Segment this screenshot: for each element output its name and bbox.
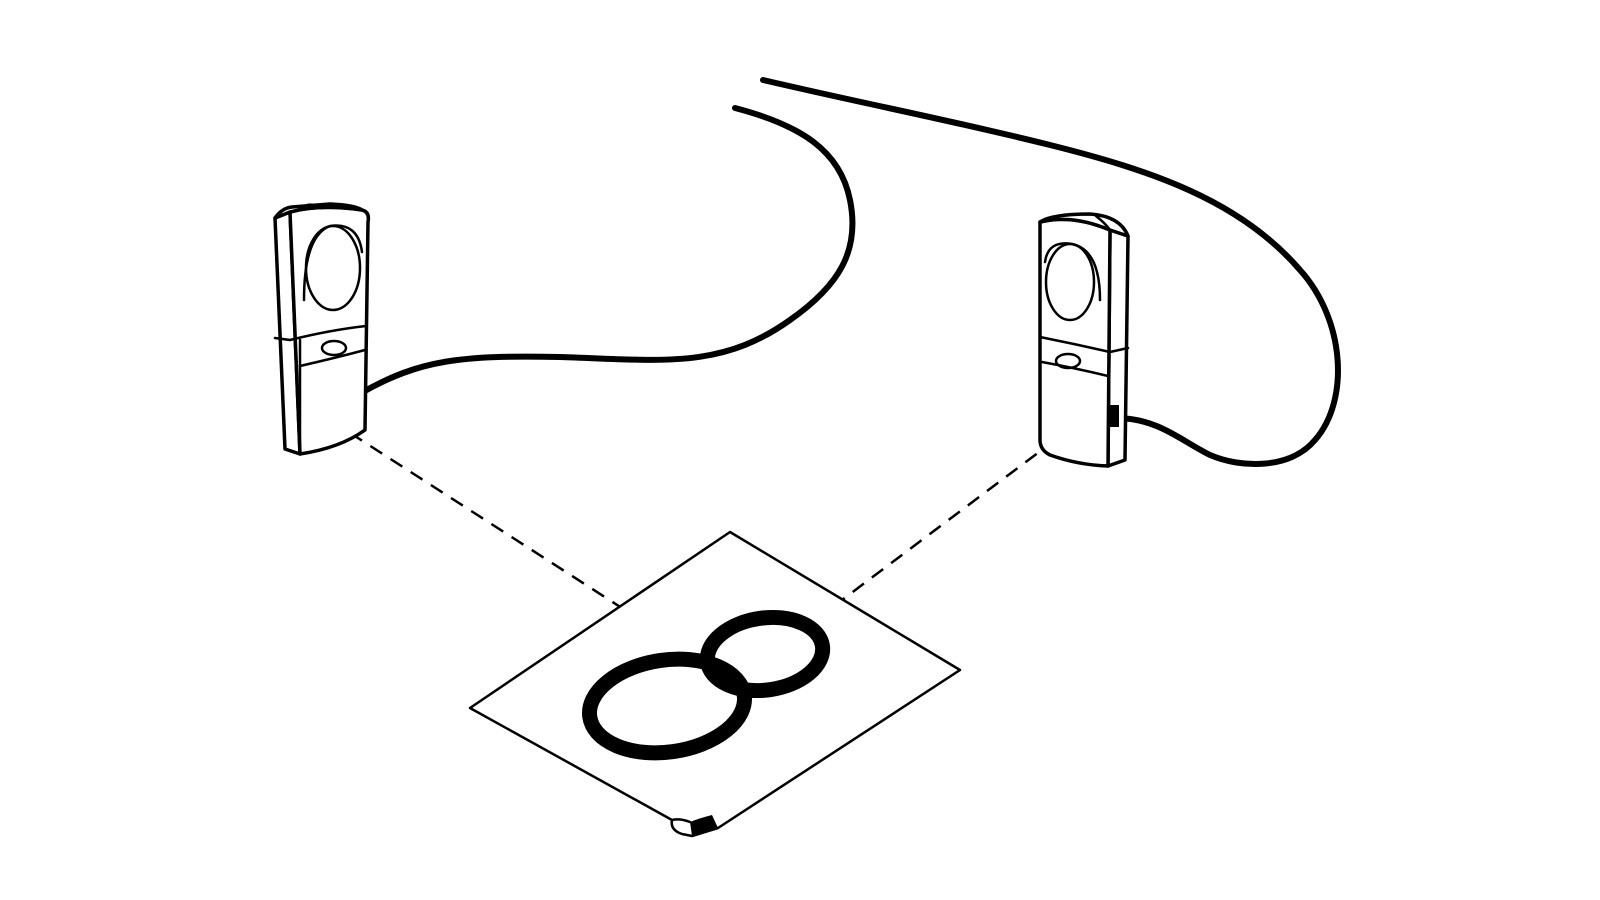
right-guide-line bbox=[825, 424, 1076, 613]
right-speaker-cable bbox=[760, 77, 1341, 467]
left-speaker bbox=[273, 202, 371, 456]
left-speaker-cable bbox=[360, 105, 856, 395]
right-port-icon bbox=[1110, 405, 1119, 427]
right-button-icon bbox=[1054, 352, 1082, 370]
right-speaker bbox=[1038, 212, 1130, 468]
left-button-icon bbox=[320, 339, 348, 357]
figure-eight-mark bbox=[581, 609, 831, 761]
left-guide-line bbox=[329, 418, 629, 614]
